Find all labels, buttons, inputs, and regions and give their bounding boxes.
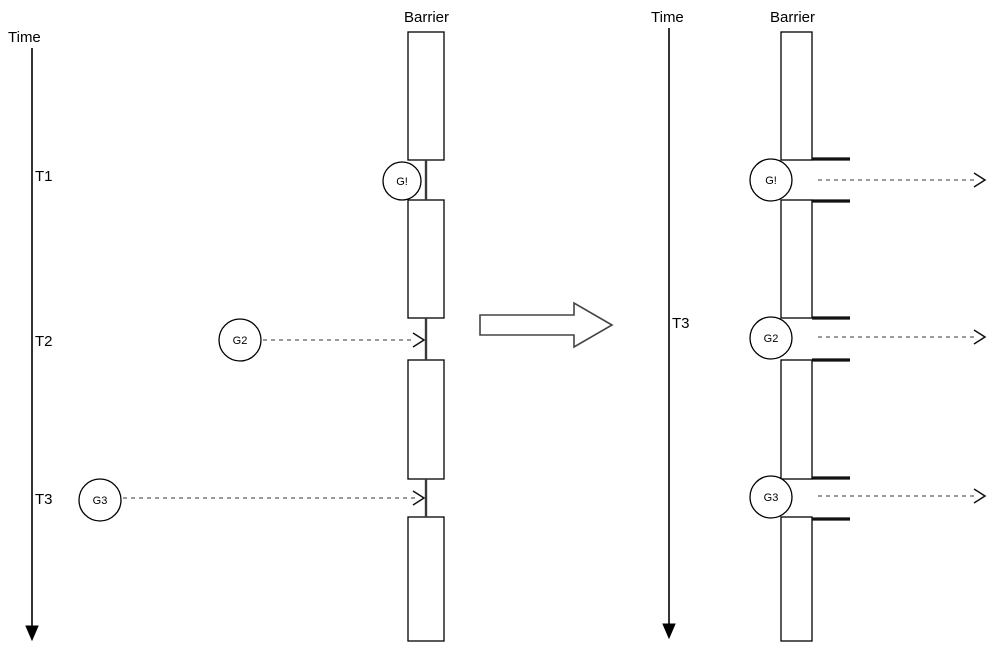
goroutine-node-label: G2 <box>233 335 248 347</box>
goroutine-node-g1[interactable] <box>749 158 793 202</box>
flow-arrowhead-icon <box>412 332 426 348</box>
goroutine-node-g1[interactable] <box>382 161 422 201</box>
time-axis-label: Time <box>651 9 684 26</box>
time-axis-arrowhead-icon <box>25 625 39 642</box>
time-tick-t2: T2 <box>35 333 53 350</box>
time-tick-t3: T3 <box>672 315 690 332</box>
barrier-label: Barrier <box>770 9 815 26</box>
flow-arrowhead-icon <box>973 488 987 504</box>
goroutine-node-g2[interactable] <box>218 318 262 362</box>
time-axis-label: Time <box>8 29 41 46</box>
goroutine-node-g2[interactable] <box>749 316 793 360</box>
flow-arrowhead-icon <box>412 490 426 506</box>
time-tick-t3: T3 <box>35 491 53 508</box>
barrier-segment <box>780 516 813 642</box>
panel-transition <box>479 301 614 349</box>
goroutine-node-label: G3 <box>93 495 108 507</box>
goroutine-node-label: G! <box>396 176 408 188</box>
goroutine-node-g3[interactable] <box>749 475 793 519</box>
transition-arrow-icon <box>479 301 614 349</box>
goroutine-node-label: G3 <box>764 492 779 504</box>
barrier-segment <box>407 199 445 319</box>
barrier-segment <box>407 31 445 161</box>
barrier-label: Barrier <box>404 9 449 26</box>
goroutine-node-g3[interactable] <box>78 478 122 522</box>
flow-arrowhead-icon <box>973 172 987 188</box>
barrier-segment <box>407 359 445 480</box>
goroutine-node-label: G! <box>765 175 777 187</box>
time-tick-t1: T1 <box>35 168 53 185</box>
barrier-segment <box>780 31 813 161</box>
time-axis-arrowhead-icon <box>662 623 676 640</box>
barrier-segment <box>780 199 813 319</box>
barrier-segment <box>407 516 445 642</box>
goroutine-node-label: G2 <box>764 333 779 345</box>
flow-arrowhead-icon <box>973 329 987 345</box>
barrier-segment <box>780 359 813 480</box>
